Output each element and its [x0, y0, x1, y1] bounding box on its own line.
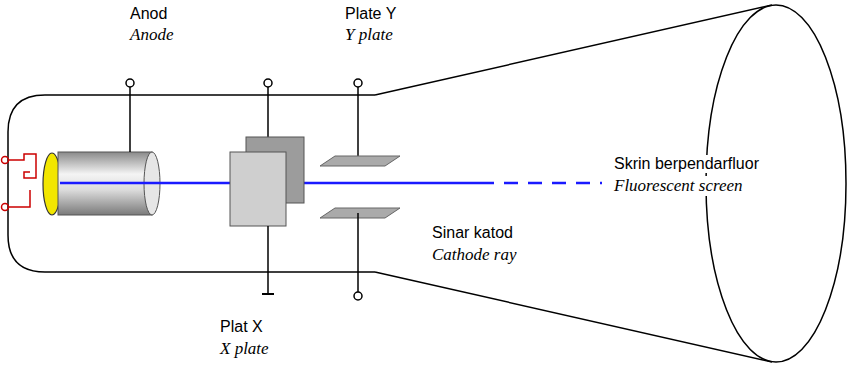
- tube-flare: [375, 272, 772, 362]
- part-name: Sinar katod: [430, 224, 515, 242]
- part-name: Skrin berpendarfluor: [612, 155, 761, 173]
- part-name-translation: Fluorescent screen: [612, 176, 745, 196]
- cathode-ray-dashed: [480, 182, 602, 185]
- part-name-translation: Cathode ray: [430, 245, 519, 265]
- part-name-translation: Y plate: [343, 25, 395, 45]
- x-plates: [230, 79, 304, 294]
- part-name: Anod: [128, 5, 169, 23]
- heater-filament: [2, 154, 37, 211]
- tube-flare: [375, 5, 772, 95]
- part-name: Plate Y: [343, 5, 398, 23]
- part-name-translation: Anode: [128, 25, 175, 45]
- part-name: Plat X: [218, 318, 265, 336]
- part-name-translation: X plate: [218, 339, 271, 359]
- y-plates: [320, 79, 400, 300]
- anode-cylinder: [58, 79, 160, 215]
